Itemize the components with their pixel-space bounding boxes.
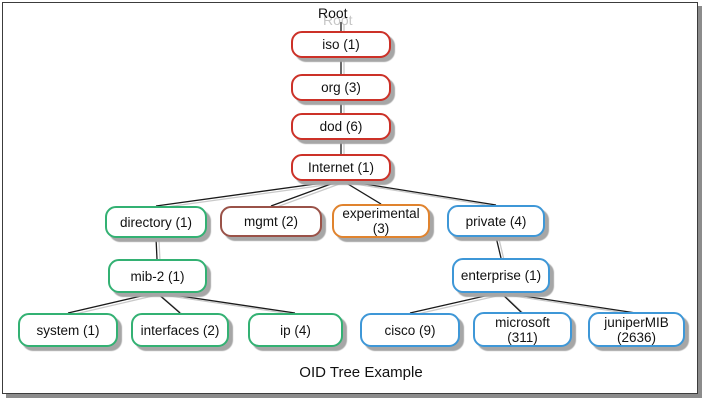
edge-internet-mgmt — [270, 180, 340, 207]
edge-shadow-directory-mib2 — [158, 239, 161, 262]
edge-mib2-ip — [159, 292, 296, 314]
edge-private-enterprise — [495, 236, 502, 259]
edge-shadow-mib2-ip — [162, 294, 299, 316]
edge-shadow-mib2-system — [70, 294, 158, 316]
edge-shadow-private-enterprise — [498, 238, 505, 261]
node-junipermib: juniperMIB (2636) — [588, 312, 685, 347]
edge-internet-directory — [155, 180, 338, 207]
edge-shadow-internet-private — [348, 182, 500, 208]
node-microsoft: microsoft (311) — [473, 312, 572, 347]
node-cisco: cisco (9) — [360, 313, 460, 347]
node-directory: directory (1) — [105, 206, 207, 238]
node-ip: ip (4) — [248, 313, 343, 347]
diagram-caption: OID Tree Example — [299, 364, 423, 381]
node-mib-2: mib-2 (1) — [108, 259, 207, 293]
edge-shadow-internet-directory — [158, 182, 341, 209]
edge-enterprise-cisco — [409, 292, 499, 314]
edge-mib2-interfaces — [156, 292, 181, 314]
edge-mib2-system — [67, 292, 155, 314]
edge-internet-private — [345, 180, 497, 206]
edge-shadow-enterprise-cisco — [412, 294, 502, 316]
diagram-border-frame — [2, 2, 698, 394]
root-label: Root — [318, 5, 348, 21]
node-internet: Internet (1) — [291, 154, 391, 181]
node-mgmt: mgmt (2) — [220, 206, 322, 237]
edge-internet-experimental — [342, 180, 382, 205]
edge-shadow-enterprise-junipermib — [506, 294, 640, 316]
node-interfaces: interfaces (2) — [131, 313, 229, 347]
edge-enterprise-junipermib — [503, 292, 637, 314]
node-system: system (1) — [18, 313, 118, 347]
edge-shadow-internet-mgmt — [273, 182, 343, 209]
node-dod: dod (6) — [291, 113, 391, 140]
node-private: private (4) — [447, 205, 545, 237]
root-label-shadow: Root — [323, 12, 353, 28]
node-iso: iso (1) — [291, 31, 391, 58]
edge-enterprise-microsoft — [500, 292, 523, 314]
node-org: org (3) — [291, 74, 391, 101]
node-enterprise: enterprise (1) — [452, 258, 550, 293]
edge-directory-mib2 — [155, 237, 158, 260]
node-experimental: experimental (3) — [332, 204, 430, 238]
